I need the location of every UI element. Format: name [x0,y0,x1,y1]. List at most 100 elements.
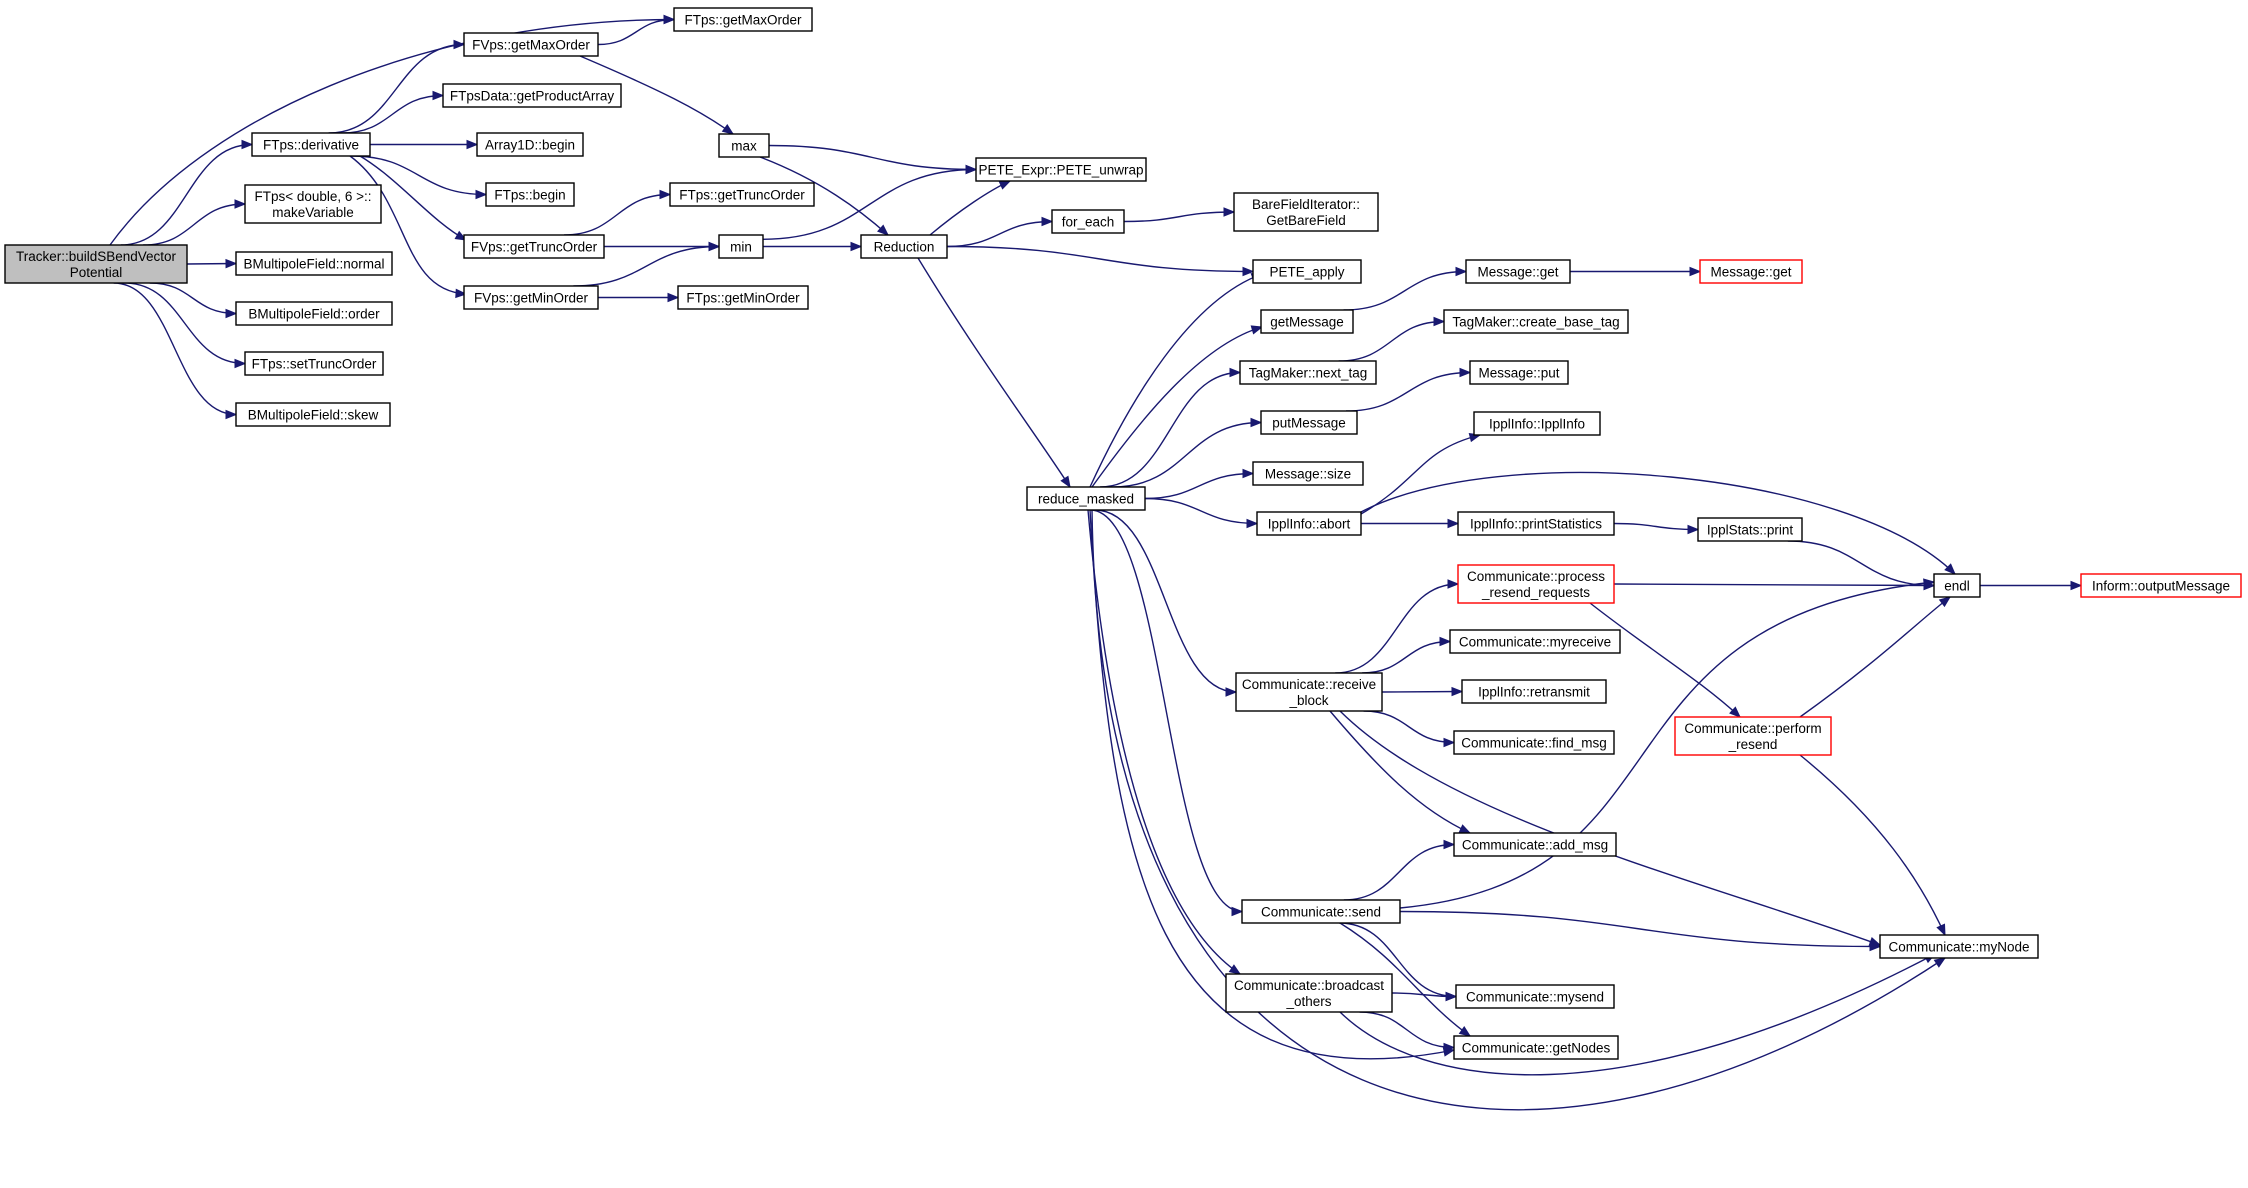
node-label: FTps::getMinOrder [686,291,800,306]
node-ftps-getminorder[interactable]: FTps::getMinOrder [677,285,809,310]
node-box [1235,672,1383,712]
node-ftps-settruncorder[interactable]: FTps::setTruncOrder [244,351,384,376]
node-comm-perform-resend[interactable]: Communicate::perform_resend [1674,716,1832,756]
node-label: Inform::outputMessage [2092,579,2230,594]
edge-max-to-reduction [759,156,889,236]
edge-root-to-bmultipole-order-arrowhead [225,308,238,319]
node-comm-myreceive[interactable]: Communicate::myreceive [1449,629,1621,654]
node-comm-getnodes[interactable]: Communicate::getNodes [1453,1035,1619,1060]
node-ftps-gettruncorder[interactable]: FTps::getTruncOrder [669,182,815,207]
edge-ipplinfo-abort-to-endl-arrowhead [1944,563,1956,575]
node-label: FVps::getMinOrder [474,291,589,306]
node-array1d-begin[interactable]: Array1D::begin [476,132,584,157]
node-label: for_each [1062,215,1115,230]
node-message-size[interactable]: Message::size [1252,461,1364,486]
node-box [1453,1035,1619,1060]
node-comm-process-resend[interactable]: Communicate::process_resend_requests [1457,564,1615,604]
node-ftpsdata-getproductarray[interactable]: FTpsData::getProductArray [442,83,622,108]
node-reduction[interactable]: Reduction [860,234,948,259]
node-ipplinfo-abort[interactable]: IpplInfo::abort [1256,511,1362,536]
edge-comm-receive-block-to-comm-myreceive-arrowhead [1439,636,1452,647]
node-label: FTps::getMaxOrder [684,13,802,28]
node-pete-unwrap[interactable]: PETE_Expr::PETE_unwrap [975,157,1147,182]
edge-message-get-to-message-get-red-arrowhead [1689,266,1702,277]
edge-fvps-getmaxorder-to-ftps-getmaxorder [597,18,675,46]
node-label: Message::put [1478,366,1559,381]
node-comm-receive-block[interactable]: Communicate::receive_block [1235,672,1383,712]
node-fvps-gettruncorder[interactable]: FVps::getTruncOrder [463,234,605,259]
node-comm-mynode[interactable]: Communicate::myNode [1879,934,2039,959]
node-box [476,132,584,157]
node-comm-mysend[interactable]: Communicate::mysend [1455,984,1615,1009]
node-putmessage[interactable]: putMessage [1260,410,1358,435]
edge-getmessage-to-message-get-arrowhead [1455,266,1468,277]
edge-comm-receive-block-to-comm-process-resend [1335,583,1459,674]
node-reduce-masked[interactable]: reduce_masked [1026,486,1146,511]
node-ftps-getmaxorder[interactable]: FTps::getMaxOrder [673,7,813,32]
node-box [1465,259,1571,284]
node-label: Communicate::send [1261,905,1381,920]
node-endl[interactable]: endl [1933,573,1981,598]
node-comm-send[interactable]: Communicate::send [1241,899,1401,924]
node-label: getMessage [1270,315,1344,330]
node-label: Communicate::receive [1242,677,1376,692]
node-box [669,182,815,207]
node-barefield[interactable]: BareFieldIterator::GetBareField [1233,192,1379,232]
node-ipplinfo-ipplinfo[interactable]: IpplInfo::IpplInfo [1473,411,1601,436]
node-box [4,244,188,284]
node-label: IpplStats::print [1707,523,1794,538]
node-ipplinfo-retransmit[interactable]: IpplInfo::retransmit [1461,679,1607,704]
node-message-get-red[interactable]: Message::get [1699,259,1803,284]
edge-reduction-to-for-each [946,220,1053,248]
node-label: FTps::getTruncOrder [679,188,805,203]
edge-comm-receive-block-to-comm-add-msg [1329,710,1471,834]
node-ftps-derivative[interactable]: FTps::derivative [251,132,371,157]
node-max[interactable]: max [718,133,770,158]
node-bmultipole-order[interactable]: BMultipoleField::order [235,301,393,326]
node-ipplinfo-printstats[interactable]: IpplInfo::printStatistics [1457,511,1615,536]
node-message-get[interactable]: Message::get [1465,259,1571,284]
node-fvps-getminorder[interactable]: FVps::getMinOrder [463,285,599,310]
node-min[interactable]: min [718,234,764,259]
node-box [1449,629,1621,654]
node-for-each[interactable]: for_each [1051,209,1125,234]
node-label: TagMaker::next_tag [1249,366,1368,381]
node-comm-find-msg[interactable]: Communicate::find_msg [1453,730,1615,755]
edge-putmessage-to-message-put [1346,371,1471,412]
node-label: GetBareField [1266,213,1346,228]
node-label: putMessage [1272,416,1346,431]
node-getmessage[interactable]: getMessage [1260,309,1354,334]
node-bmultipole-skew[interactable]: BMultipoleField::skew [235,402,391,427]
edge-root-to-ftps-getmaxorder [109,18,675,246]
edge-fvps-getmaxorder-to-max [579,55,734,135]
node-pete-apply[interactable]: PETE_apply [1252,259,1362,284]
edge-comm-send-to-comm-mynode-arrowhead [1869,941,1882,952]
node-ftps-makevariable[interactable]: FTps< double, 6 >::makeVariable [244,184,382,224]
node-comm-add-msg[interactable]: Communicate::add_msg [1453,832,1617,857]
node-label: FVps::getTruncOrder [471,240,598,255]
node-inform-output[interactable]: Inform::outputMessage [2080,573,2242,598]
node-box [677,285,809,310]
edge-fvps-getminorder-to-min-arrowhead [708,241,721,252]
node-ipplstats-print[interactable]: IpplStats::print [1697,517,1803,542]
node-label: TagMaker::create_base_tag [1452,315,1619,330]
node-label: Potential [70,265,123,280]
node-label: _resend [1728,737,1778,752]
edge-comm-receive-block-to-comm-find-msg [1363,710,1455,744]
edge-reduce-masked-to-comm-send-arrowhead [1231,906,1244,917]
node-tagmaker-create[interactable]: TagMaker::create_base_tag [1443,309,1629,334]
node-message-put[interactable]: Message::put [1469,360,1569,385]
edge-comm-send-to-comm-getnodes-arrowhead [1458,1026,1472,1037]
node-tagmaker-next[interactable]: TagMaker::next_tag [1239,360,1377,385]
edge-reduction-to-reduce-masked [917,257,1071,488]
edge-tagmaker-next-to-tagmaker-create [1338,320,1445,362]
edge-root-to-ftps-makevariable-arrowhead [234,199,247,209]
node-box [244,351,384,376]
node-bmultipole-normal[interactable]: BMultipoleField::normal [235,251,393,276]
node-fvps-getmaxorder[interactable]: FVps::getMaxOrder [463,32,599,57]
node-ftps-begin[interactable]: FTps::begin [485,182,575,207]
node-box [718,133,770,158]
node-box [1469,360,1569,385]
node-comm-broadcast[interactable]: Communicate::broadcast_others [1225,973,1393,1013]
